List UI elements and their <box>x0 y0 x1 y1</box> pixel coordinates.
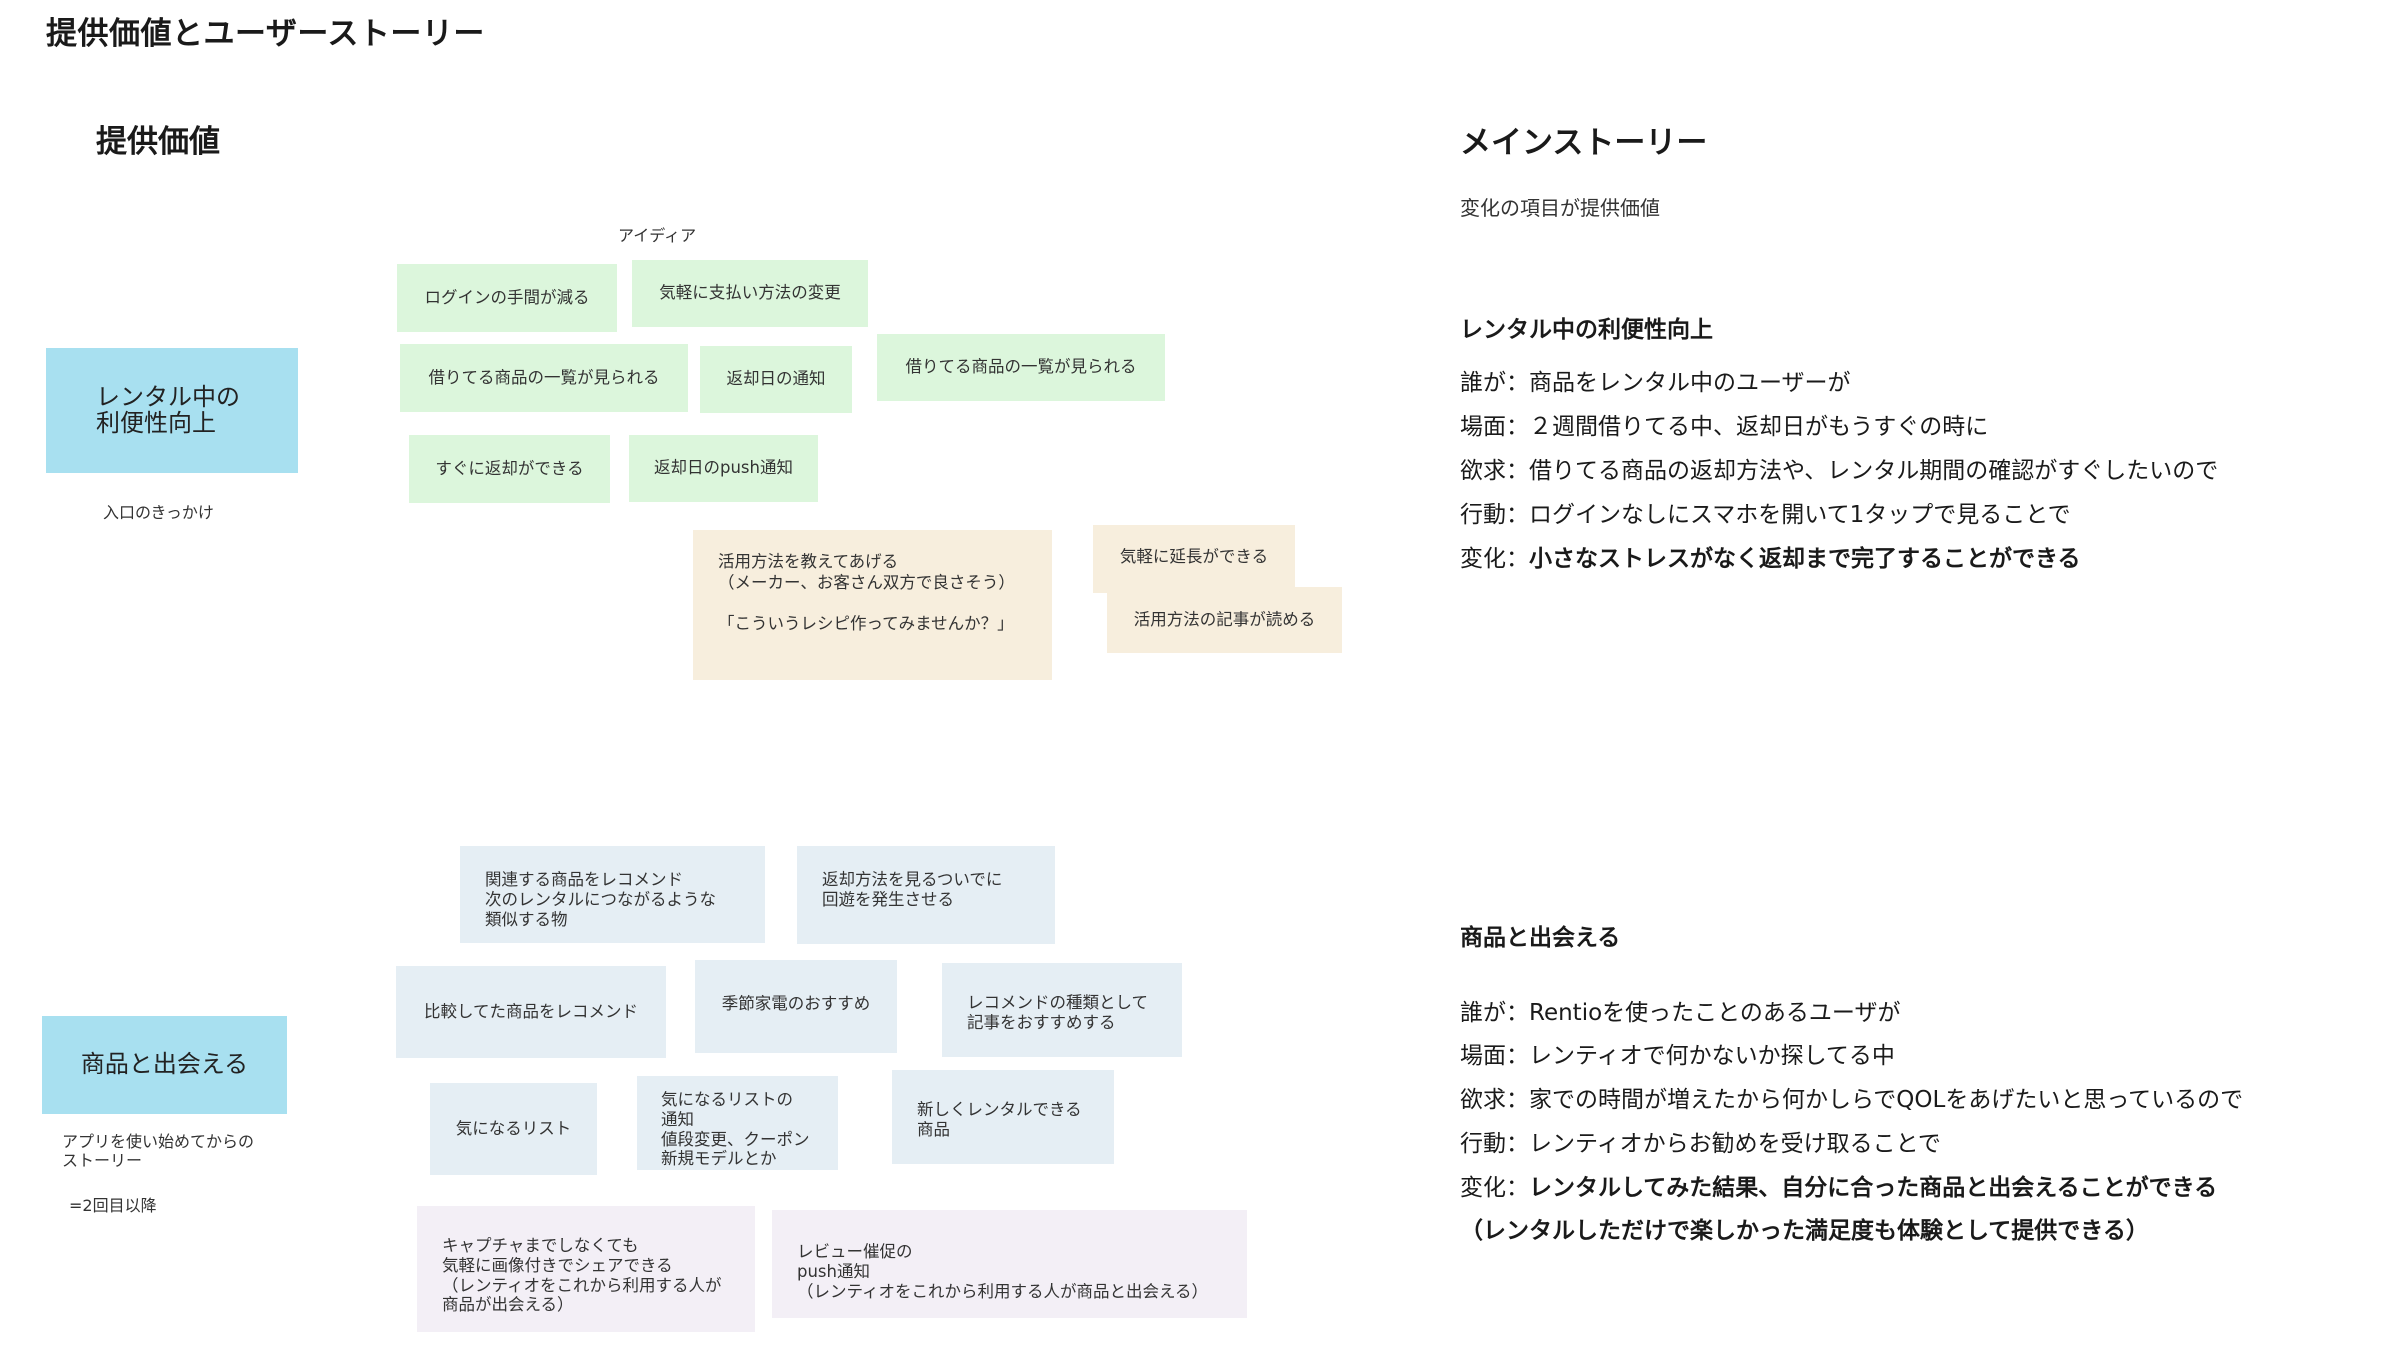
story-line-text: 借りてる商品の返却方法や、レンタル期間の確認がすぐしたいので <box>1529 458 2219 484</box>
story-line-change: 変化：レンタルしてみた結果、自分に合った商品と出会えることができる <box>1460 1168 2217 1202</box>
main-story-title: メインストーリー <box>1460 125 1708 161</box>
story-line-text: レンティオからお勧めを受け取ることで <box>1529 1131 1941 1157</box>
sticky-text: 返却日のpush通知 <box>654 458 793 478</box>
story-line-label: 場面： <box>1460 1043 1529 1069</box>
sticky-note[interactable]: 季節家電のおすすめ <box>695 960 897 1053</box>
story-line-change: 変化：小さなストレスがなく返却まで完了することができる <box>1460 539 2081 573</box>
sticky-note[interactable]: レビュー催促の push通知 （レンティオをこれから利用する人が商品と出会える） <box>772 1210 1247 1318</box>
ideas-label: アイディア <box>618 226 697 245</box>
main-story-note: 変化の項目が提供価値 <box>1460 196 1660 220</box>
story-line-text: ２週間借りてる中、返却日がもうすぐの時に <box>1529 414 1989 440</box>
sticky-text: 新しくレンタルできる 商品 <box>917 1100 1082 1139</box>
sticky-text: すぐに返却ができる <box>435 458 584 478</box>
sticky-text: 気軽に延長ができる <box>1119 547 1269 566</box>
sticky-note[interactable]: 活用方法を教えてあげる （メーカー、お客さん双方で良さそう） 「こういうレシピ作… <box>693 530 1052 680</box>
sticky-note[interactable]: 気軽に延長ができる <box>1093 525 1295 593</box>
story-line-text: 小さなストレスがなく返却まで完了することができる <box>1529 546 2081 572</box>
sticky-text: 季節家電のおすすめ <box>721 994 871 1013</box>
sticky-note[interactable]: 借りてる商品の一覧が見られる <box>877 334 1165 401</box>
sticky-text: 返却方法を見るついでに 回遊を発生させる <box>822 870 1003 909</box>
sticky-note[interactable]: 借りてる商品の一覧が見られる <box>400 344 688 412</box>
sticky-note[interactable]: 気になるリストの 通知 値段変更、クーポン 新規モデルとか <box>637 1076 838 1170</box>
story-heading-rental: レンタル中の利便性向上 <box>1460 317 1713 343</box>
sticky-text: ログインの手間が減る <box>424 287 590 307</box>
sticky-text: レビュー催促の push通知 （レンティオをこれから利用する人が商品と出会える） <box>797 1242 1209 1301</box>
category-label: 商品と出会える <box>80 1050 249 1079</box>
story-line-desire: 欲求：家での時間が増えたから何かしらでQOLをあげたいと思っているので <box>1460 1080 2243 1114</box>
story-line-scene: 場面：２週間借りてる中、返却日がもうすぐの時に <box>1460 407 1988 441</box>
sticky-note[interactable]: キャプチャまでしなくても 気軽に画像付きでシェアできる （レンティオをこれから利… <box>417 1206 755 1332</box>
sticky-note[interactable]: 関連する商品をレコメンド 次のレンタルにつながるような 類似する物 <box>460 846 765 943</box>
story-line-text: ログインなしにスマホを開いて1タップで見ることで <box>1529 502 2071 528</box>
story-line-change-continued: （レンタルしただけで楽しかった満足度も体験として提供できる） <box>1460 1211 2149 1245</box>
sticky-text: 気軽に支払い方法の変更 <box>659 283 841 303</box>
story-line-text: Rentioを使ったことのあるユーザが <box>1529 1000 1901 1026</box>
sticky-text: 気になるリスト <box>455 1118 572 1138</box>
story-line-label: 変化： <box>1460 1175 1529 1201</box>
sticky-text: 活用方法の記事が読める <box>1133 609 1316 629</box>
story-line-text: レンタルしてみた結果、自分に合った商品と出会えることができる <box>1529 1175 2218 1201</box>
story-line-who: 誰が：商品をレンタル中のユーザーが <box>1460 363 1851 397</box>
story-line-desire: 欲求：借りてる商品の返却方法や、レンタル期間の確認がすぐしたいので <box>1460 451 2218 485</box>
sticky-note[interactable]: 活用方法の記事が読める <box>1107 587 1342 653</box>
story-line-label: 誰が： <box>1460 370 1529 396</box>
story-line-text: 家での時間が増えたから何かしらでQOLをあげたいと思っているので <box>1529 1087 2244 1113</box>
category-caption: 入口のきっかけ <box>103 503 214 522</box>
sticky-note[interactable]: 返却日の通知 <box>700 346 852 413</box>
sticky-note[interactable]: 新しくレンタルできる 商品 <box>892 1070 1114 1164</box>
category-label: レンタル中の 利便性向上 <box>96 383 240 437</box>
sticky-text: 借りてる商品の一覧が見られる <box>905 357 1137 377</box>
sticky-note[interactable]: ログインの手間が減る <box>397 264 617 332</box>
sticky-note[interactable]: 返却日のpush通知 <box>629 435 818 502</box>
story-line-scene: 場面：レンティオで何かないか探してる中 <box>1460 1036 1895 1070</box>
sticky-text: 関連する商品をレコメンド 次のレンタルにつながるような 類似する物 <box>485 870 716 929</box>
story-line-label: 変化： <box>1460 546 1529 572</box>
sticky-text: 活用方法を教えてあげる （メーカー、お客さん双方で良さそう） 「こういうレシピ作… <box>718 552 1015 633</box>
story-line-action: 行動：ログインなしにスマホを開いて1タップで見ることで <box>1460 495 2071 529</box>
sticky-text: レコメンドの種類として 記事をおすすめする <box>967 993 1149 1032</box>
sticky-note[interactable]: 気になるリスト <box>430 1083 597 1175</box>
sticky-note[interactable]: 比較してた商品をレコメンド <box>396 966 666 1058</box>
sticky-text: 返却日の通知 <box>726 369 826 389</box>
sticky-note[interactable]: すぐに返却ができる <box>409 435 610 503</box>
story-line-who: 誰が：Rentioを使ったことのあるユーザが <box>1460 993 1900 1027</box>
sticky-note[interactable]: レコメンドの種類として 記事をおすすめする <box>942 963 1182 1057</box>
story-line-text: （レンタルしただけで楽しかった満足度も体験として提供できる） <box>1460 1218 2149 1244</box>
category-discover-products[interactable]: 商品と出会える <box>42 1016 287 1114</box>
story-line-label: 欲求： <box>1460 1087 1529 1113</box>
story-line-label: 行動： <box>1460 1131 1529 1157</box>
category-caption: アプリを使い始めてからの ストーリー <box>62 1132 255 1171</box>
sticky-text: キャプチャまでしなくても 気軽に画像付きでシェアできる （レンティオをこれから利… <box>442 1236 722 1315</box>
sticky-text: 気になるリストの 通知 値段変更、クーポン 新規モデルとか <box>661 1090 810 1169</box>
story-heading-discover: 商品と出会える <box>1460 925 1621 951</box>
value-section-title: 提供価値 <box>96 124 220 160</box>
sticky-text: 比較してた商品をレコメンド <box>423 1001 638 1021</box>
story-line-label: 欲求： <box>1460 458 1529 484</box>
story-line-label: 誰が： <box>1460 1000 1529 1026</box>
story-line-action: 行動：レンティオからお勧めを受け取ることで <box>1460 1124 1941 1158</box>
category-caption-note: =2回目以降 <box>69 1196 157 1215</box>
sticky-text: 借りてる商品の一覧が見られる <box>428 367 660 387</box>
sticky-note[interactable]: 気軽に支払い方法の変更 <box>632 260 868 327</box>
story-line-label: 場面： <box>1460 414 1529 440</box>
sticky-note[interactable]: 返却方法を見るついでに 回遊を発生させる <box>797 846 1055 944</box>
page-title: 提供価値とユーザーストーリー <box>46 16 485 52</box>
story-line-text: レンティオで何かないか探してる中 <box>1529 1043 1895 1069</box>
category-rental-convenience[interactable]: レンタル中の 利便性向上 <box>46 348 298 473</box>
story-line-text: 商品をレンタル中のユーザーが <box>1529 370 1851 396</box>
story-line-label: 行動： <box>1460 502 1529 528</box>
